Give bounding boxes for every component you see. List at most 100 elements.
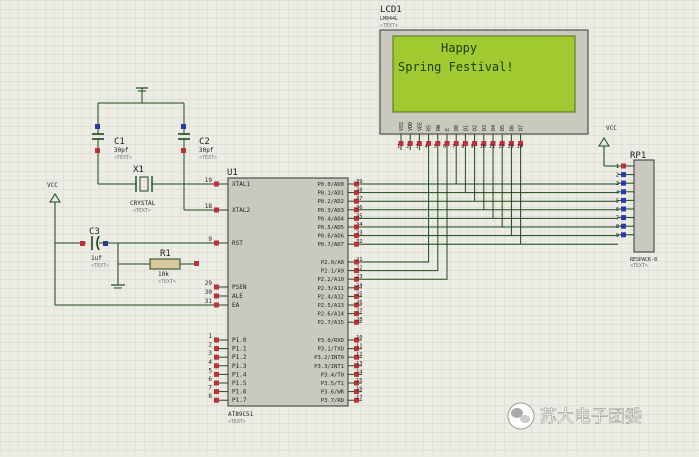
mcu-text-tag: <TEXT>: [228, 419, 246, 425]
mcu-pin-name: P0.0/AD0: [318, 182, 345, 188]
mcu-pin-name: P2.7/A15: [318, 320, 345, 326]
mcu-pin-marker: [354, 346, 359, 352]
mcu-pin-number: 16: [356, 387, 363, 393]
mcu-pin-name: P2.2/A10: [318, 277, 345, 283]
mcu-pin-number: 2: [208, 342, 212, 349]
lcd-pin-marker: [481, 141, 487, 146]
mcu-pin-marker: [354, 302, 359, 308]
mcu-pin-number: 8: [208, 393, 212, 400]
rp1-pin-marker: [621, 189, 626, 195]
vcc-left-label: VCC: [47, 182, 58, 189]
mcu-pin-marker: [214, 346, 219, 352]
mcu-pin-marker: [354, 233, 359, 239]
lcd-model-label: LM044L: [380, 16, 398, 22]
rp1-pin-marker: [621, 223, 626, 229]
lcd-pin-number: 12: [498, 144, 504, 150]
mcu-pin-marker: [214, 371, 219, 377]
lcd-pin-number: 8: [461, 144, 464, 150]
lcd-pin-name-d4: D4: [491, 125, 497, 131]
reset-circuit: VCC C3 1uf <TEXT> R1 10k <TEXT>: [47, 182, 214, 306]
mcu-body: [227, 177, 349, 407]
lcd-line-2: Spring Festival!: [398, 60, 514, 74]
lcd-screen: [392, 35, 576, 113]
lcd-pin-marker: [508, 141, 514, 146]
mcu-pin-number: 11: [356, 344, 363, 350]
mcu-pin-name: RST: [232, 240, 243, 247]
bus-wire: [362, 150, 448, 280]
mcu-pin-name: P3.7/RD: [321, 398, 344, 404]
mcu-pin-name: P0.6/AD6: [318, 234, 345, 240]
mcu-pin-marker: [214, 240, 219, 246]
lcd-pin-marker: [462, 141, 468, 146]
mcu-pin-marker: [354, 293, 359, 299]
mcu-pin-marker: [354, 389, 359, 395]
lcd-pin-number: 9: [471, 144, 474, 150]
mcu-pin-name: P1.7: [232, 397, 247, 404]
mcu-pin-name: PSEN: [232, 284, 247, 291]
c3-text-tag: <TEXT>: [91, 263, 109, 269]
mcu-pin-number: 25: [356, 291, 363, 297]
lcd-line-1: Happy: [441, 41, 477, 55]
mcu-pin-marker: [354, 285, 359, 291]
rp1-text-tag: <TEXT>: [630, 263, 648, 269]
lcd-pin-name-d0: D0: [454, 125, 460, 131]
mcu-pin-number: 38: [356, 188, 363, 194]
lcd-pin-marker: [518, 141, 524, 146]
mcu-chip[interactable]: U1 AT89C51 <TEXT> 19XTAL118XTAL29RST29PS…: [205, 168, 364, 425]
c3-ref-label: C3: [89, 227, 100, 237]
mcu-pin-marker: [214, 302, 219, 308]
lcd-pin-group: VSS1VDD2VEE3RS4RW5E6D07D18D29D310D411D51…: [397, 122, 525, 150]
bus-wire: [362, 150, 439, 272]
rp1-pin-marker: [621, 197, 626, 203]
mcu-pin-number: 6: [208, 376, 212, 383]
x1-text-tag: <TEXT>: [133, 208, 151, 214]
r1-value-label: 10k: [158, 271, 169, 278]
rp1-pin-number: 2: [616, 173, 619, 179]
rp1-pin-marker: [621, 172, 626, 178]
mcu-pin-name: P3.6/WR: [321, 390, 345, 396]
mcu-pin-marker: [214, 354, 219, 360]
rp1-pin-marker: [621, 206, 626, 212]
mcu-pin-marker: [354, 207, 359, 213]
mcu-pin-number: 30: [205, 289, 213, 296]
mcu-pin-marker: [354, 190, 359, 196]
mcu-pin-number: 9: [208, 236, 212, 243]
mcu-pin-name: P0.4/AD4: [318, 216, 345, 222]
mcu-pin-marker: [214, 284, 219, 290]
lcd-pin-number: 14: [517, 144, 523, 150]
mcu-pin-name: P1.0: [232, 337, 247, 344]
lcd-pin-name-d1: D1: [463, 125, 469, 131]
mcu-pin-marker: [354, 397, 359, 403]
mcu-pin-marker: [214, 363, 219, 369]
lcd-pin-marker: [426, 141, 432, 146]
mcu-pin-name: P3.4/T0: [321, 372, 344, 378]
mcu-pin-name: P2.5/A13: [318, 303, 345, 309]
mcu-pin-marker: [354, 198, 359, 204]
mcu-pin-number: 18: [205, 203, 213, 210]
r1-ref-label: R1: [160, 249, 171, 259]
mcu-pin-marker: [214, 207, 219, 213]
lcd-pin-marker: [453, 141, 459, 146]
lcd-module[interactable]: LCD1 LM044L <TEXT> Happy Spring Festival…: [379, 5, 589, 150]
mcu-pin-marker: [354, 337, 359, 343]
lcd-ref-label: LCD1: [380, 5, 402, 15]
lcd-pin-number: 5: [434, 144, 437, 150]
mcu-pin-number: 17: [356, 395, 363, 401]
lcd-pin-marker: [435, 141, 441, 146]
lcd-pin-number: 10: [480, 144, 486, 150]
mcu-pin-name: XTAL2: [232, 207, 250, 214]
rp1-ref-label: RP1: [630, 151, 646, 161]
c2-ref-label: C2: [199, 137, 210, 147]
mcu-ref-label: U1: [227, 168, 238, 178]
lcd-pin-number: 13: [507, 144, 513, 150]
lcd-pin-name-d5: D5: [500, 125, 506, 131]
mcu-pin-number: 10: [356, 335, 363, 341]
mcu-pin-number: 14: [356, 369, 363, 375]
mcu-pin-number: 39: [356, 179, 363, 185]
mcu-pin-marker: [354, 215, 359, 221]
c2-value-label: 30pf: [199, 147, 214, 154]
mcu-pin-number: 5: [208, 367, 212, 374]
lcd-pin-marker: [407, 141, 413, 146]
mcu-pin-name: P2.4/A12: [318, 294, 345, 300]
